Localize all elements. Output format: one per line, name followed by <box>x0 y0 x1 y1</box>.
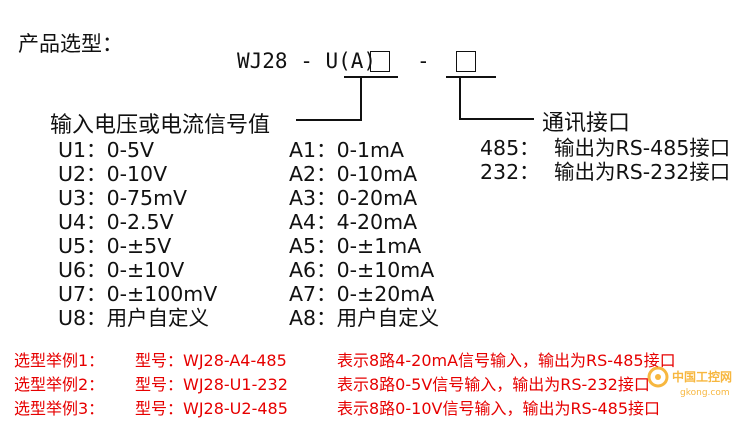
voltage-option: U3：0-75mV <box>58 186 187 210</box>
option-value: 0-1mA <box>336 138 405 162</box>
comm-section-heading: 通讯接口 <box>542 111 631 136</box>
input-code-box <box>370 51 390 72</box>
option-value: 0-±10mA <box>336 258 435 282</box>
current-option: A1：0-1mA <box>289 138 404 162</box>
option-value: 0-20mA <box>336 186 418 210</box>
comm-option-code: 232： <box>480 160 540 184</box>
option-value: 0-±5V <box>106 234 172 258</box>
option-code: A2： <box>289 162 337 186</box>
model-code-prefix: WJ28 - U(A) <box>237 49 377 73</box>
example-label: 选型举例1： <box>14 351 105 370</box>
example-model: 型号：WJ28-U2-485 <box>135 399 288 418</box>
connector-comm-horizontal <box>459 118 534 120</box>
comm-option-code: 485： <box>480 136 540 160</box>
option-value: 0-5V <box>106 138 155 162</box>
option-code: U4： <box>58 210 107 234</box>
option-value: 用户自定义 <box>336 306 440 330</box>
option-code: U1： <box>58 138 107 162</box>
example-model: 型号：WJ28-A4-485 <box>135 351 287 370</box>
comm-option-value: 输出为RS-232接口 <box>554 160 731 184</box>
option-code: A8： <box>289 306 337 330</box>
current-option: A7：0-±20mA <box>289 282 434 306</box>
option-value: 0-±20mA <box>336 282 435 306</box>
voltage-option: U5：0-±5V <box>58 234 171 258</box>
input-section-heading: 输入电压或电流信号值 <box>50 113 271 138</box>
option-code: A7： <box>289 282 337 306</box>
voltage-option: U4：0-2.5V <box>58 210 174 234</box>
option-code: U7： <box>58 282 107 306</box>
model-code-dash: - <box>417 49 430 73</box>
option-code: A6： <box>289 258 337 282</box>
option-code: U3： <box>58 186 107 210</box>
gear-hub <box>655 374 661 380</box>
option-code: U8： <box>58 306 107 330</box>
voltage-option: U7：0-±100mV <box>58 282 217 306</box>
option-code: A1： <box>289 138 337 162</box>
current-option: A6：0-±10mA <box>289 258 434 282</box>
current-option: A4：4-20mA <box>289 210 417 234</box>
example-label: 选型举例3： <box>14 399 105 418</box>
option-value: 0-2.5V <box>106 210 174 234</box>
option-value: 用户自定义 <box>106 306 210 330</box>
gear-icon <box>647 366 669 388</box>
current-option: A3：0-20mA <box>289 186 417 210</box>
option-value: 0-±100mV <box>106 282 218 306</box>
connector-comm-vertical <box>459 76 461 120</box>
option-code: A3： <box>289 186 337 210</box>
option-code: U2： <box>58 162 107 186</box>
voltage-option: U6：0-±10V <box>58 258 184 282</box>
option-code: U6： <box>58 258 107 282</box>
option-value: 0-75mV <box>106 186 188 210</box>
option-value: 4-20mA <box>336 210 418 234</box>
voltage-option: U2：0-10V <box>58 162 167 186</box>
current-option: A2：0-10mA <box>289 162 417 186</box>
code-underline-comm <box>446 76 496 78</box>
example-label: 选型举例2： <box>14 375 105 394</box>
comm-code-box <box>456 51 476 72</box>
example-desc: 表示8路0-10V信号输入，输出为RS-485接口 <box>337 399 661 418</box>
voltage-option: U1：0-5V <box>58 138 154 162</box>
watermark-text: 中国工控网 <box>672 369 732 384</box>
option-value: 0-10V <box>106 162 168 186</box>
option-value: 0-±1mA <box>336 234 422 258</box>
page-title: 产品选型： <box>18 32 123 56</box>
connector-input-vertical <box>360 76 362 121</box>
watermark-subtext: gkong.com <box>680 388 730 398</box>
current-option: A5：0-±1mA <box>289 234 421 258</box>
option-code: A5： <box>289 234 337 258</box>
option-value: 0-±10V <box>106 258 185 282</box>
code-underline-input <box>344 76 398 78</box>
option-code: U5： <box>58 234 107 258</box>
comm-option-value: 输出为RS-485接口 <box>554 136 731 160</box>
option-value: 0-10mA <box>336 162 418 186</box>
example-desc: 表示8路4-20mA信号输入，输出为RS-485接口 <box>337 351 676 370</box>
example-desc: 表示8路0-5V信号输入，输出为RS-232接口 <box>337 375 650 394</box>
voltage-option: U8：用户自定义 <box>58 306 209 330</box>
connector-input-horizontal <box>296 119 362 121</box>
watermark-logo: 中国工控网 gkong.com <box>647 366 732 398</box>
current-option: A8：用户自定义 <box>289 306 439 330</box>
example-model: 型号：WJ28-U1-232 <box>135 375 288 394</box>
option-code: A4： <box>289 210 337 234</box>
